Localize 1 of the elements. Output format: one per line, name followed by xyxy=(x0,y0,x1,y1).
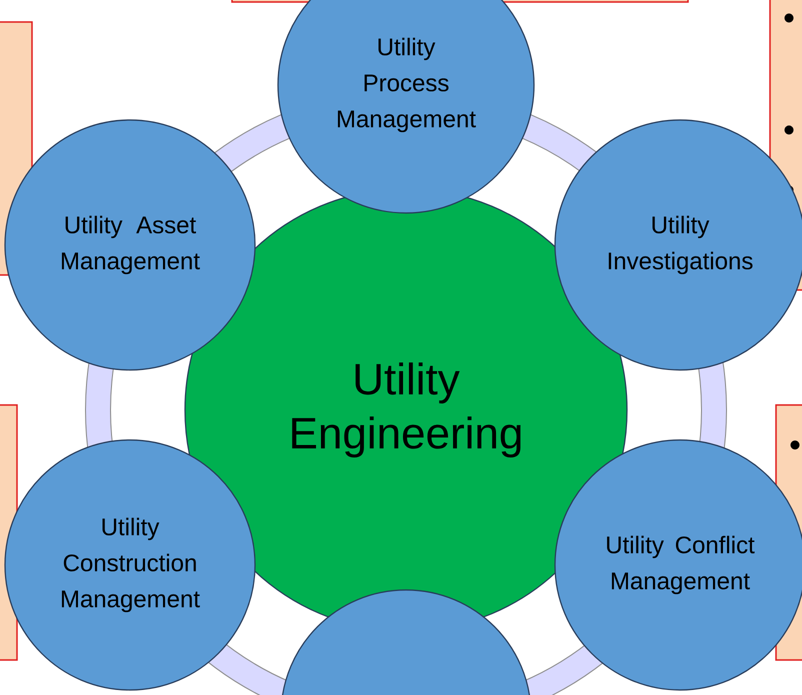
topic-circle xyxy=(280,589,532,695)
